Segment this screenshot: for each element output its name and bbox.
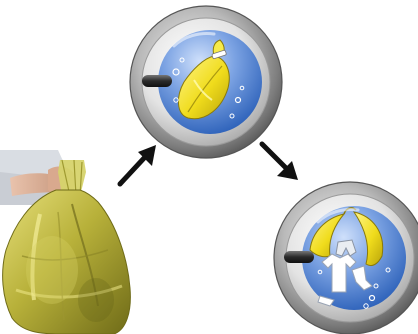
- washing-machine-drum-with-sealed-bag-icon: [130, 6, 282, 158]
- door-handle: [142, 75, 172, 87]
- arrow-down-right-icon: [262, 144, 298, 180]
- door-handle: [284, 251, 314, 263]
- yellow-laundry-bag-icon: [0, 150, 130, 334]
- washing-machine-drum-with-dissolved-bag-and-clothes-icon: [274, 182, 418, 334]
- arrow-up-right-icon: [120, 145, 156, 184]
